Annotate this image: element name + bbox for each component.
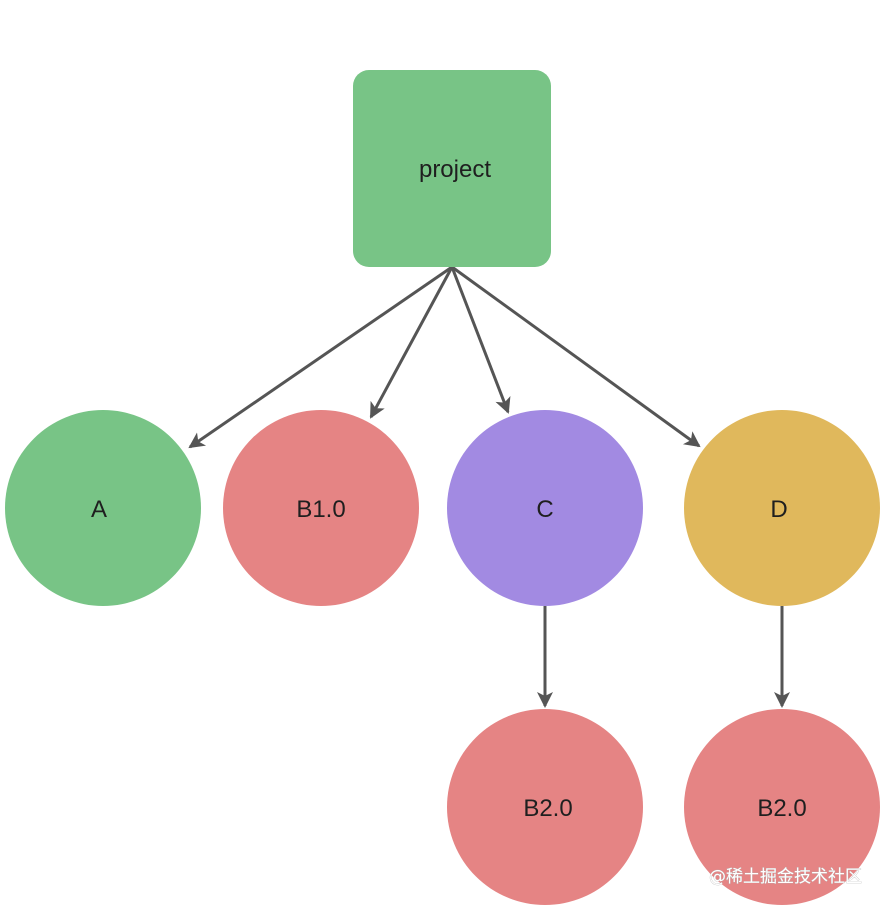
edge-project-to-c	[450, 266, 511, 414]
edge-project-to-d	[451, 265, 701, 448]
watermark-text: @稀土掘金技术社区	[709, 867, 862, 887]
nodes-layer: project A B1.0 C D B2.0 B2	[5, 70, 880, 905]
node-b20-c-label: B2.0	[523, 795, 572, 822]
node-c: C	[447, 410, 643, 606]
node-d: D	[684, 410, 880, 606]
node-b20-c-shape	[447, 709, 643, 905]
node-a-shape	[5, 410, 201, 606]
node-b10-label: B1.0	[296, 496, 345, 523]
node-a-label: A	[91, 496, 107, 523]
node-project-shape	[353, 70, 551, 267]
edge-project-to-b10	[369, 266, 454, 419]
node-project: project	[353, 70, 551, 267]
node-d-shape	[684, 410, 880, 606]
node-d-label: D	[770, 496, 787, 523]
node-c-label: C	[536, 496, 553, 523]
node-c-shape	[447, 410, 643, 606]
node-b10: B1.0	[223, 410, 419, 606]
node-project-label: project	[419, 156, 491, 183]
edge-project-to-a	[188, 265, 453, 449]
node-b20-d: B2.0	[684, 709, 880, 905]
node-b10-shape	[223, 410, 419, 606]
node-a: A	[5, 410, 201, 606]
node-b20-c: B2.0	[447, 709, 643, 905]
node-b20-d-shape	[684, 709, 880, 905]
edges-layer	[188, 265, 790, 708]
node-b20-d-label: B2.0	[757, 795, 806, 822]
